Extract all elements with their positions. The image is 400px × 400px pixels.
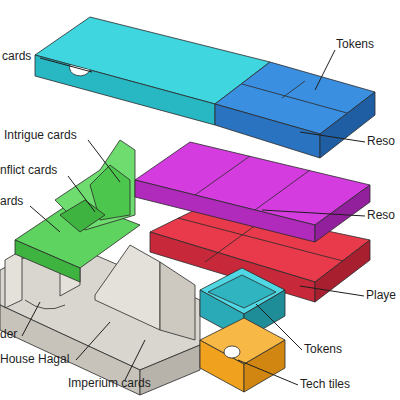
blue-tray-front [215,104,320,158]
magenta-divider [195,156,250,195]
leader-line [262,210,365,216]
gray-holder-base [0,240,200,370]
green-slot [60,200,105,232]
part-label: ards [0,194,23,208]
part-label: Tech tiles [300,377,350,391]
gray-cutout [25,300,65,309]
gray-wall [160,262,195,340]
leader-line [125,340,145,380]
part-label: der [0,327,17,341]
part-label: cards [2,49,31,63]
blue-tray-side [320,92,375,158]
leader-line [76,322,110,360]
leader-line [300,132,365,142]
leader-line [300,286,364,296]
part-label: Intrigue cards [4,128,77,142]
leader-line [238,360,298,385]
part-label: Reso [367,134,395,148]
part-label: nflict cards [0,163,57,177]
red-divider [205,222,260,262]
part-label: Playe [366,288,396,302]
leader-line [88,140,120,182]
gray-wall [95,245,160,330]
magenta-divider [255,170,310,210]
green-holder-front [15,240,80,282]
leader-line [40,58,92,72]
magenta-tray-front [135,180,315,242]
tech-box-top [200,318,285,364]
part-label: Reso [367,208,395,222]
leader-line [256,304,302,350]
part-label: House Hagal [0,352,69,366]
part-label: Imperium cards [68,376,151,390]
part-label: Tokens [304,342,342,356]
tech-box-hole [224,346,240,358]
blue-divider [282,81,305,98]
leader-line [22,302,40,336]
leader-line [30,206,60,232]
leader-line [315,50,335,90]
cyan-tray-front [35,55,215,125]
part-label: Tokens [336,37,374,51]
gray-wall [5,250,22,308]
leader-line [68,176,95,212]
